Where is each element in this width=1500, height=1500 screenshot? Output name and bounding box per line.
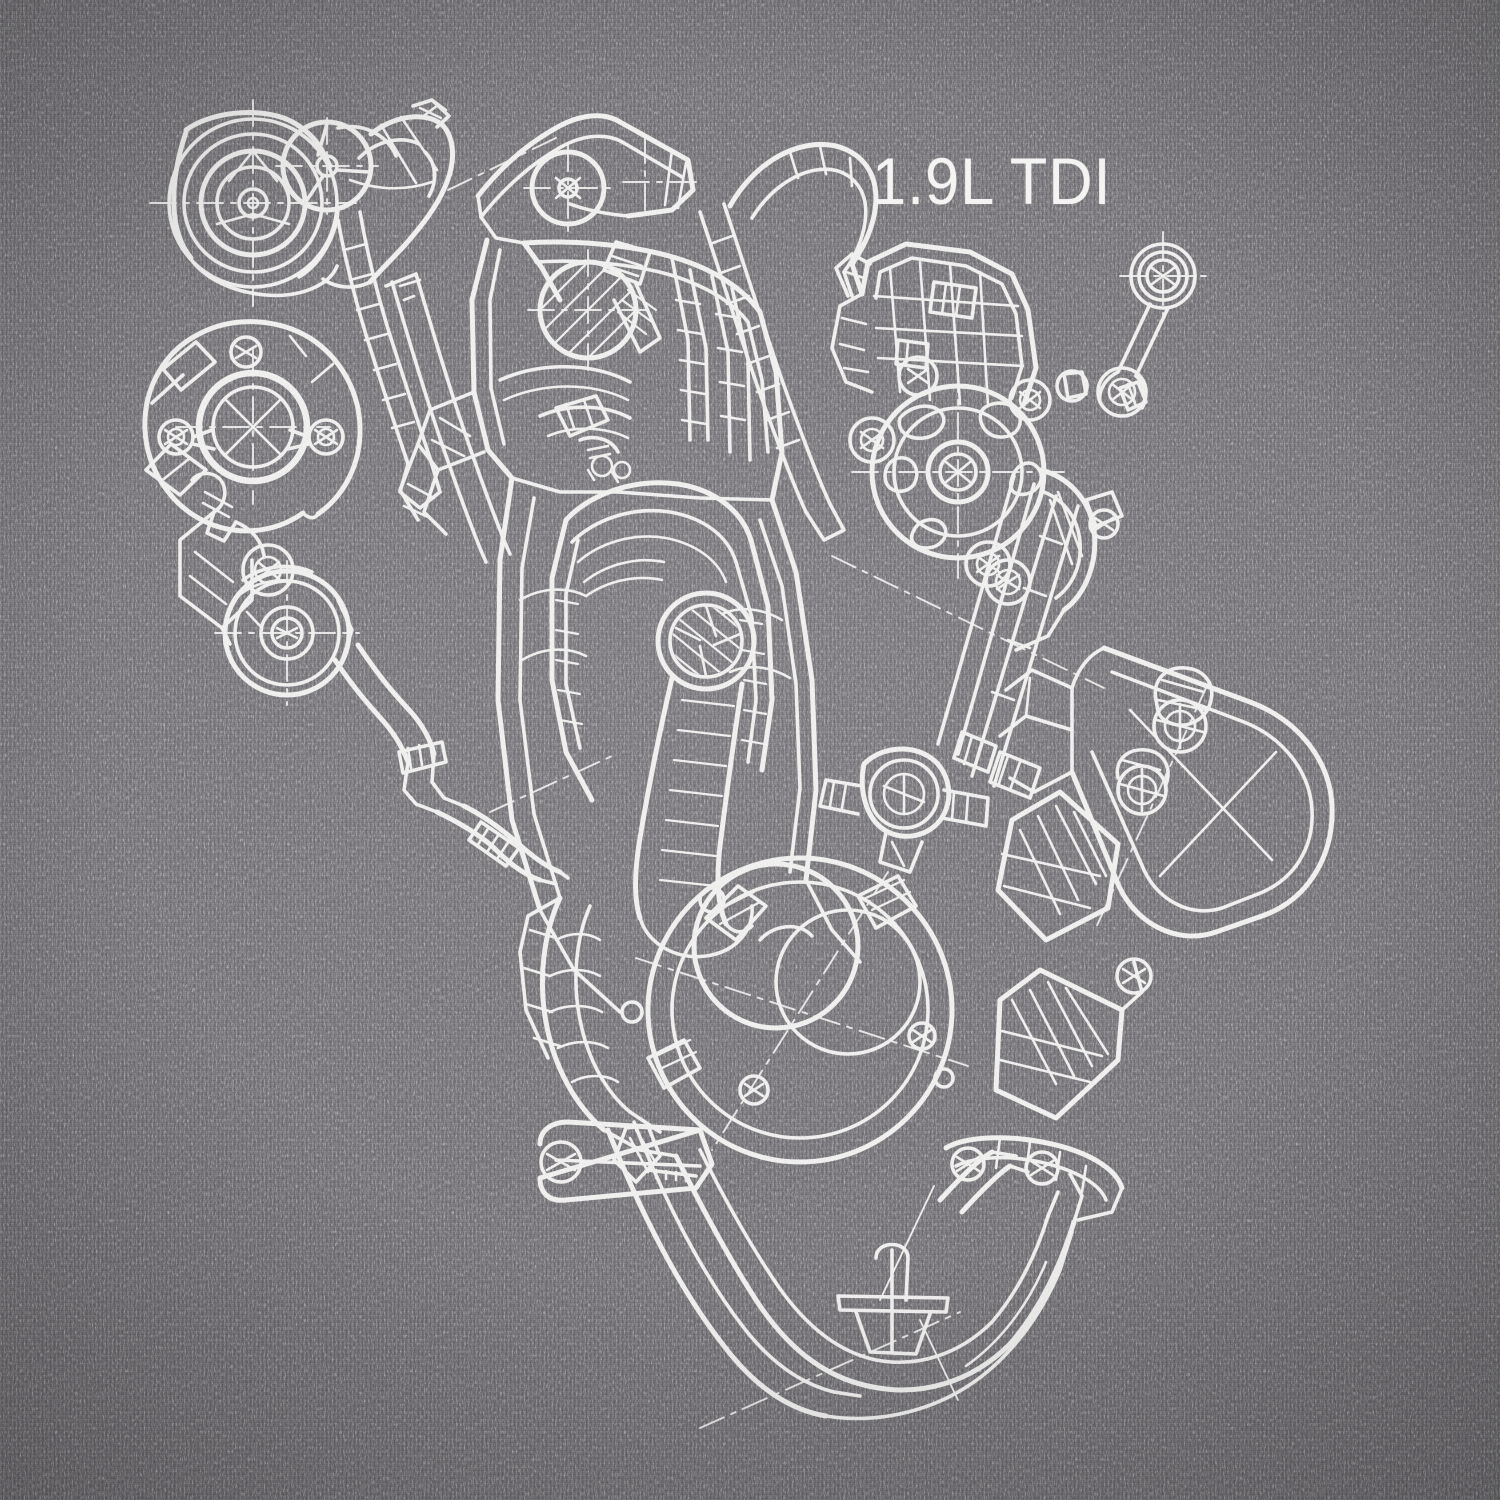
engine-displacement-title: 1.9L TDI bbox=[872, 148, 1111, 214]
